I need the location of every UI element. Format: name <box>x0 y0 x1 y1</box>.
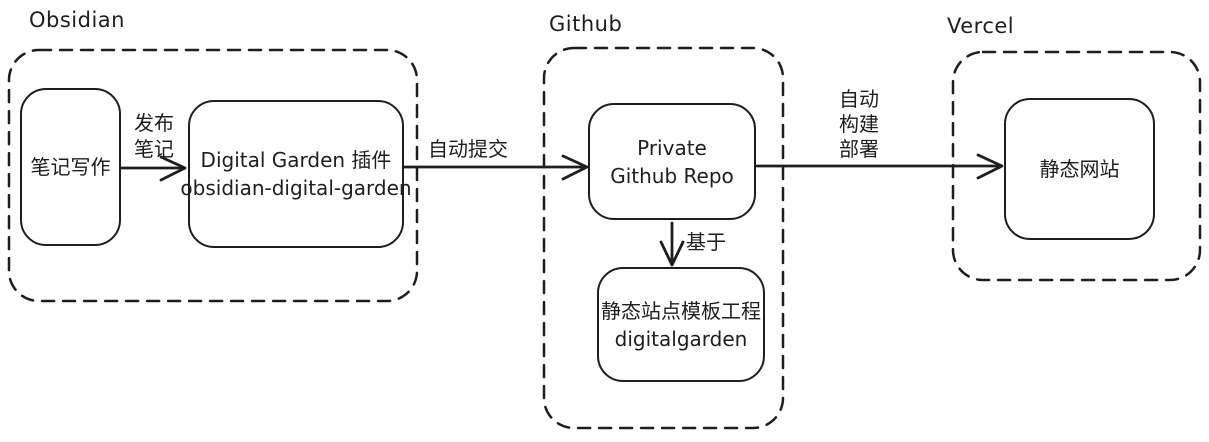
auto-build-deploy-arrow <box>755 153 1004 180</box>
based-on-arrow <box>659 221 685 267</box>
obsidian-group-box <box>7 48 419 303</box>
edge-label-auto-commit: 自动提交 <box>428 137 508 161</box>
node-static-website-label: 静态网站 <box>1039 157 1120 181</box>
edge-label-publish-notes: 发布 笔记 <box>134 111 174 161</box>
node-note-writing-label: 笔记写作 <box>30 155 111 179</box>
node-note-writing: 笔记写作 <box>20 88 121 246</box>
node-static-website: 静态网站 <box>1004 98 1155 240</box>
publish-notes-arrow <box>119 155 187 182</box>
group-label-obsidian: Obsidian <box>29 8 125 32</box>
github-group-box <box>542 46 785 430</box>
node-digital-garden-plugin: Digital Garden 插件 obsidian-digital-garde… <box>180 100 412 248</box>
group-label-github: Github <box>549 12 623 36</box>
edge-label-auto-build-deploy: 自动 构建 部署 <box>839 87 879 161</box>
group-label-vercel: Vercel <box>947 14 1015 38</box>
node-private-github-repo-label: Private Github Repo <box>610 135 734 188</box>
node-digital-garden-plugin-label: Digital Garden 插件 obsidian-digital-garde… <box>180 148 412 200</box>
node-static-site-template: 静态站点模板工程 digitalgarden <box>597 267 765 382</box>
node-static-site-template-label: 静态站点模板工程 digitalgarden <box>601 298 761 351</box>
node-private-github-repo: Private Github Repo <box>588 103 756 220</box>
edge-label-based-on: 基于 <box>686 230 726 254</box>
auto-commit-arrow <box>402 154 589 181</box>
